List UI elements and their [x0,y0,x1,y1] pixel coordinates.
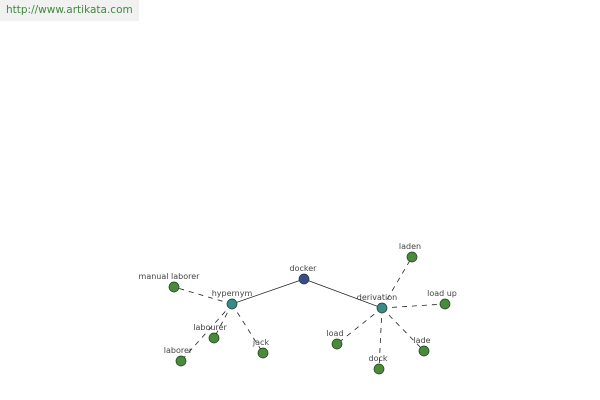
node-lade-circle[interactable] [418,345,430,357]
node-dock[interactable]: dock [368,354,388,375]
graph-edges [173,256,446,370]
node-manual-laborer[interactable]: manual laborer [139,272,201,293]
node-docker-label: docker [290,264,318,273]
node-derivation-circle[interactable] [376,302,388,314]
node-derivation[interactable]: derivation [357,293,397,314]
site-url-link[interactable]: http://www.artikata.com [0,0,139,21]
graph-nodes: docker hypernym derivation manual laborer la… [139,242,457,375]
node-labourer-circle[interactable] [208,332,220,344]
node-laborer-label: laborer [164,346,193,355]
node-dock-circle[interactable] [373,363,385,375]
node-jack[interactable]: jack [252,338,270,359]
node-manual-laborer-circle[interactable] [168,281,180,293]
edge-derivation-load-up [381,303,446,309]
node-load[interactable]: load [326,329,344,350]
node-derivation-label: derivation [357,293,397,302]
node-load-up-circle[interactable] [439,298,451,310]
node-docker[interactable]: docker [290,264,318,285]
edge-docker-hypernym [231,278,305,305]
node-hypernym-circle[interactable] [226,298,238,310]
node-hypernym-label: hypernym [212,289,253,298]
node-laborer[interactable]: laborer [164,346,193,367]
edge-derivation-dock [378,307,383,370]
node-laborer-circle[interactable] [175,355,187,367]
node-dock-label: dock [368,354,387,363]
node-load-up-label: load up [427,289,457,298]
node-load-label: load [326,329,343,338]
node-lade-label: lade [413,336,430,345]
node-manual-laborer-label: manual laborer [139,272,201,281]
node-load-circle[interactable] [331,338,343,350]
edge-hypernym-labourer [213,303,233,339]
node-hypernym[interactable]: hypernym [212,289,253,310]
node-jack-circle[interactable] [257,347,269,359]
edge-docker-derivation [303,278,383,309]
node-lade[interactable]: lade [413,336,431,357]
node-jack-label: jack [252,338,270,347]
edge-hypernym-manual-laborer [173,286,233,305]
edge-derivation-lade [381,307,425,352]
node-labourer-label: labourer [193,323,227,332]
node-laden[interactable]: laden [399,242,421,263]
edge-hypernym-laborer [180,303,233,362]
node-laden-circle[interactable] [406,251,418,263]
edge-derivation-load [336,307,383,345]
node-load-up[interactable]: load up [427,289,457,310]
node-laden-label: laden [399,242,421,251]
node-docker-circle[interactable] [298,273,310,285]
node-labourer[interactable]: labourer [193,323,227,344]
